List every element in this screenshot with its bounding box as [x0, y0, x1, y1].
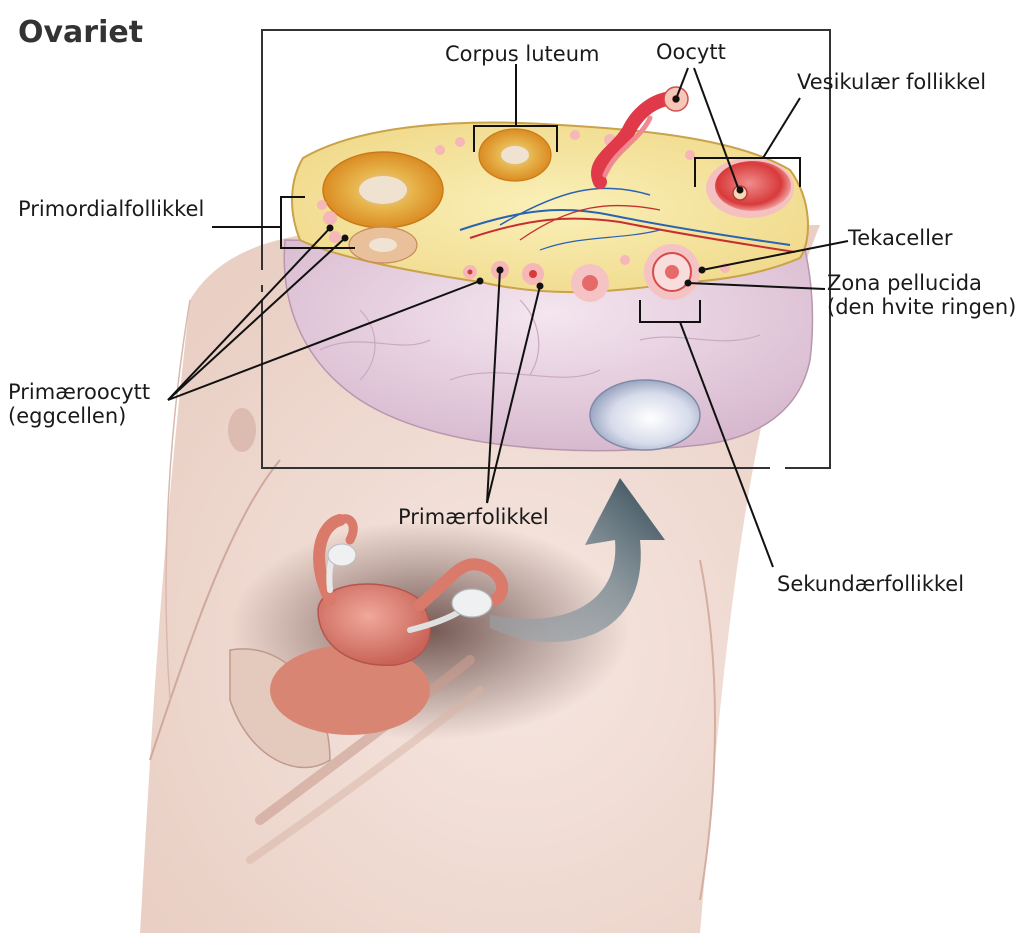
inset-frame — [261, 29, 831, 469]
ovary-cross-section — [283, 86, 814, 452]
label-sekundaerfollikkel: Sekundærfollikkel — [777, 572, 965, 596]
label-primordialfollikkel: Primordialfollikkel — [18, 197, 205, 221]
label-corpus-luteum: Corpus luteum — [445, 42, 600, 66]
label-zona-pellucida-line2: (den hvite ringen) — [827, 295, 1017, 319]
label-primaerfolikkel: Primærfolikkel — [398, 505, 549, 529]
label-primaeroocytt-line1: Primæroocytt — [8, 380, 151, 404]
label-primaeroocytt-line2: (eggcellen) — [8, 404, 127, 428]
label-oocytt: Oocytt — [656, 40, 726, 64]
label-vesikulaer-follikkel: Vesikulær follikkel — [797, 70, 987, 94]
label-leaders — [167, 64, 849, 568]
label-zona-pellucida-line1: Zona pellucida — [827, 271, 982, 295]
label-zona-pellucida: Zona pellucida (den hvite ringen) — [827, 271, 1016, 319]
magnification-arrow — [490, 478, 665, 643]
uterus-with-tubes — [270, 514, 509, 735]
diagram-title: Ovariet — [18, 15, 144, 50]
label-primaeroocytt: Primæroocytt (eggcellen) — [8, 380, 150, 428]
label-tekaceller: Tekaceller — [848, 226, 953, 250]
